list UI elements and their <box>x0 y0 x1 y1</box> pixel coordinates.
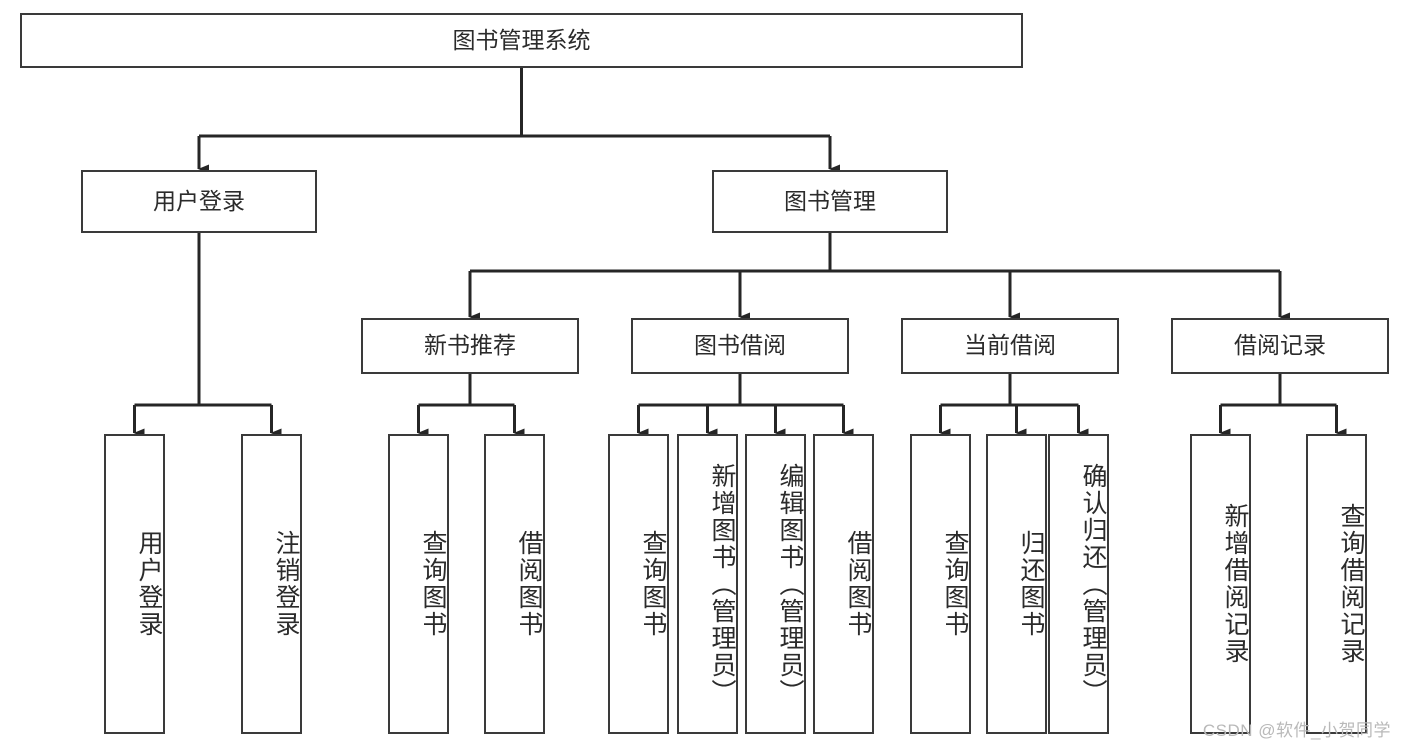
node-b-edit[interactable]: 编辑图书（管理员） <box>745 434 806 734</box>
node-label: 查询借阅记录 <box>1337 503 1365 665</box>
node-label: 确认归还（管理员） <box>1079 462 1107 706</box>
node-label: 编辑图书（管理员） <box>776 462 804 706</box>
node-label: 查询图书 <box>639 530 667 638</box>
node-label: 归还图书 <box>1017 530 1045 638</box>
node-root[interactable]: 图书管理系统 <box>20 13 1023 68</box>
node-n-query[interactable]: 查询图书 <box>388 434 449 734</box>
node-label: 注销登录 <box>272 530 300 638</box>
node-n-borrow[interactable]: 借阅图书 <box>484 434 545 734</box>
node-label: 当前借阅 <box>964 332 1056 359</box>
node-label: 新增借阅记录 <box>1221 503 1249 665</box>
node-login[interactable]: 用户登录 <box>81 170 317 233</box>
node-c-return[interactable]: 归还图书 <box>986 434 1047 734</box>
node-label: 图书管理 <box>784 187 876 214</box>
node-label: 图书管理系统 <box>452 26 591 53</box>
watermark-text: CSDN @软件_小贺同学 <box>1202 721 1391 740</box>
node-l-login[interactable]: 用户登录 <box>104 434 165 734</box>
node-r-add[interactable]: 新增借阅记录 <box>1190 434 1251 734</box>
node-current[interactable]: 当前借阅 <box>901 318 1119 374</box>
node-label: 借阅图书 <box>844 530 872 638</box>
node-label: 新书推荐 <box>424 332 516 359</box>
node-bookmgmt[interactable]: 图书管理 <box>712 170 948 233</box>
node-label: 用户登录 <box>135 530 163 638</box>
node-c-confirm[interactable]: 确认归还（管理员） <box>1048 434 1109 734</box>
node-label: 图书借阅 <box>694 332 786 359</box>
node-label: 借阅记录 <box>1234 332 1326 359</box>
node-c-query[interactable]: 查询图书 <box>910 434 971 734</box>
node-b-query[interactable]: 查询图书 <box>608 434 669 734</box>
node-l-logout[interactable]: 注销登录 <box>241 434 302 734</box>
node-label: 新增图书（管理员） <box>708 462 736 706</box>
node-label: 用户登录 <box>153 187 245 214</box>
node-label: 借阅图书 <box>515 530 543 638</box>
node-b-lend[interactable]: 借阅图书 <box>813 434 874 734</box>
node-label: 查询图书 <box>419 530 447 638</box>
node-borrow[interactable]: 图书借阅 <box>631 318 849 374</box>
node-label: 查询图书 <box>941 530 969 638</box>
node-b-add[interactable]: 新增图书（管理员） <box>677 434 738 734</box>
node-r-query[interactable]: 查询借阅记录 <box>1306 434 1367 734</box>
node-newbook[interactable]: 新书推荐 <box>361 318 579 374</box>
node-records[interactable]: 借阅记录 <box>1171 318 1389 374</box>
